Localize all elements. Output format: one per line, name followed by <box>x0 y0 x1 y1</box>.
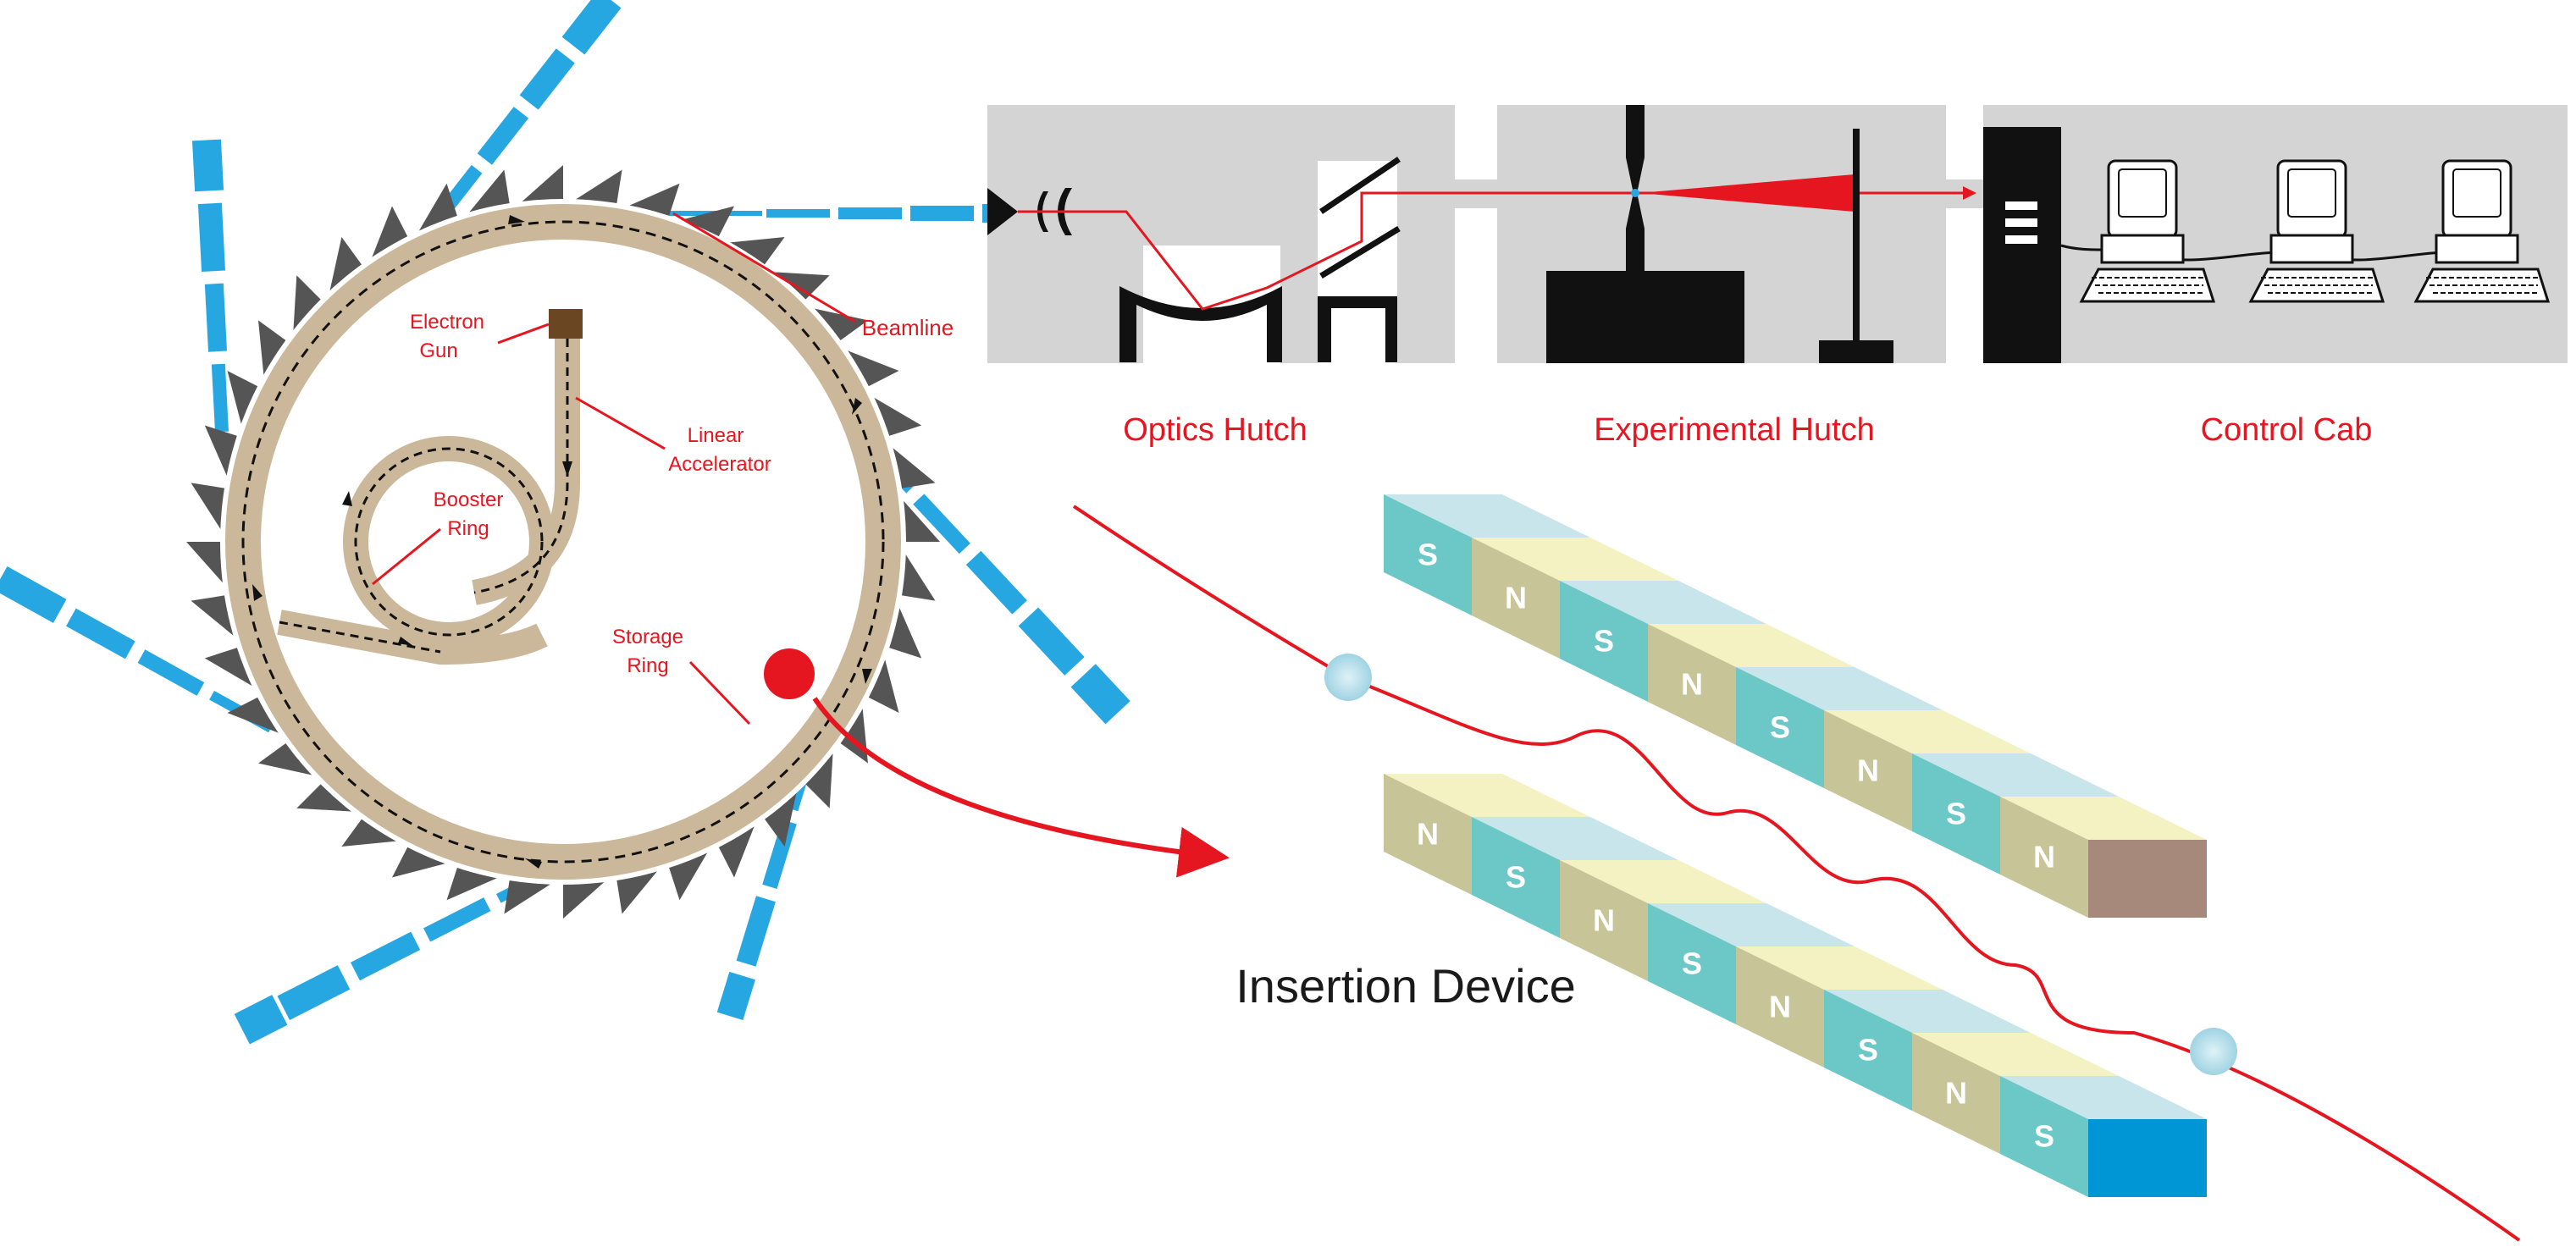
magnet-south: S <box>1560 581 1766 702</box>
magnet-south: S <box>1824 990 2031 1111</box>
electron-out <box>2190 1028 2237 1075</box>
insertion-device: S N S N S N S N N S N S N S N S Insertion Device <box>1072 494 2521 1242</box>
label-experimental-hutch: Experimental Hutch <box>1594 412 1875 448</box>
ring-arrow <box>525 858 542 869</box>
magnet-north: N <box>1560 860 1766 981</box>
electron-trajectory <box>1072 505 2521 1242</box>
label-insertion-device: Insertion Device <box>1235 959 1576 1012</box>
lens-icon <box>1058 188 1072 235</box>
label-electron-gun-2: Gun <box>419 339 457 362</box>
svg-text:N: N <box>1945 1076 1967 1111</box>
magnet-end-cap <box>2088 1119 2207 1197</box>
sample-icon <box>1631 189 1639 197</box>
ring-arrow <box>862 669 872 684</box>
svg-text:N: N <box>1505 581 1527 615</box>
svg-text:S: S <box>1946 797 1966 831</box>
sample-stage <box>1546 271 1744 363</box>
server-rack-icon <box>1983 127 2061 363</box>
computer-icon <box>2248 159 2385 303</box>
lens-icon <box>1037 191 1048 232</box>
magnet-north: N <box>1912 1033 2119 1154</box>
mirror-bender-icon <box>1119 286 1282 362</box>
magnet-north: N <box>1824 710 2031 831</box>
magnet-north: N <box>1736 946 1943 1068</box>
magnet-south: S <box>1384 494 1590 615</box>
beamlines <box>0 0 1130 1045</box>
svg-text:S: S <box>1506 860 1526 895</box>
svg-text:N: N <box>1857 753 1879 788</box>
magnet-row-top: S N S N S N S N <box>1384 494 2207 918</box>
label-control-cab: Control Cab <box>2201 412 2373 448</box>
shutter-icon <box>987 188 1018 235</box>
magnet-south: S <box>2000 1076 2207 1197</box>
svg-text:N: N <box>1417 817 1439 852</box>
ring-arrow <box>852 398 862 415</box>
booster-ring <box>277 309 583 665</box>
magnet-row-bottom: N S N S N S N S <box>1384 774 2207 1197</box>
computer-icon <box>2079 159 2216 303</box>
magnet-south: S <box>1736 667 1943 788</box>
magnet-north: N <box>1472 538 1678 659</box>
ring-arrow <box>252 584 263 601</box>
electron-gun <box>549 309 583 339</box>
label-leaders <box>372 212 856 726</box>
label-storage-1: Storage <box>612 626 683 648</box>
magnet-north: N <box>1384 774 1590 895</box>
magnet-north: N <box>2000 797 2207 918</box>
svg-text:N: N <box>1769 990 1791 1024</box>
svg-text:N: N <box>1593 903 1615 938</box>
monochromator-icon <box>1318 296 1397 362</box>
label-optics-hutch: Optics Hutch <box>1123 412 1307 448</box>
label-storage-2: Ring <box>627 654 668 677</box>
electron-bunch <box>764 648 815 699</box>
label-linear-accel-1: Linear <box>688 424 744 447</box>
insertion-callout <box>764 648 1230 878</box>
svg-text:S: S <box>1594 624 1614 659</box>
computers <box>2060 159 2551 303</box>
ring-arrow <box>508 215 525 224</box>
magnet-south: S <box>1648 903 1855 1024</box>
svg-text:S: S <box>1858 1033 1878 1068</box>
svg-text:N: N <box>2033 840 2055 875</box>
ring-labels: Electron Gun Linear Accelerator Booster … <box>410 311 954 677</box>
magnet-south: S <box>1912 753 2119 875</box>
storage-ring <box>225 204 901 880</box>
electron-in <box>1324 654 1372 701</box>
beamline-vertical <box>191 139 229 433</box>
svg-text:S: S <box>2034 1119 2054 1154</box>
magnet-north: N <box>1648 624 1855 745</box>
magnet-end-cap <box>2088 840 2207 918</box>
svg-text:S: S <box>1770 710 1790 745</box>
label-beamline: Beamline <box>862 315 954 340</box>
hutch-labels: Optics Hutch Experimental Hutch Control … <box>1123 412 2372 448</box>
diffracted-beam <box>1639 174 1855 212</box>
computer-icon <box>2413 159 2551 303</box>
detector-icon <box>1853 129 1860 340</box>
svg-text:S: S <box>1418 538 1438 572</box>
svg-text:N: N <box>1681 667 1703 702</box>
label-booster-2: Ring <box>447 517 489 540</box>
magnet-south: S <box>1472 817 1678 938</box>
label-electron-gun-1: Electron <box>410 311 484 334</box>
label-booster-1: Booster <box>434 488 504 511</box>
svg-text:S: S <box>1682 946 1702 981</box>
label-linear-accel-2: Accelerator <box>668 453 771 476</box>
